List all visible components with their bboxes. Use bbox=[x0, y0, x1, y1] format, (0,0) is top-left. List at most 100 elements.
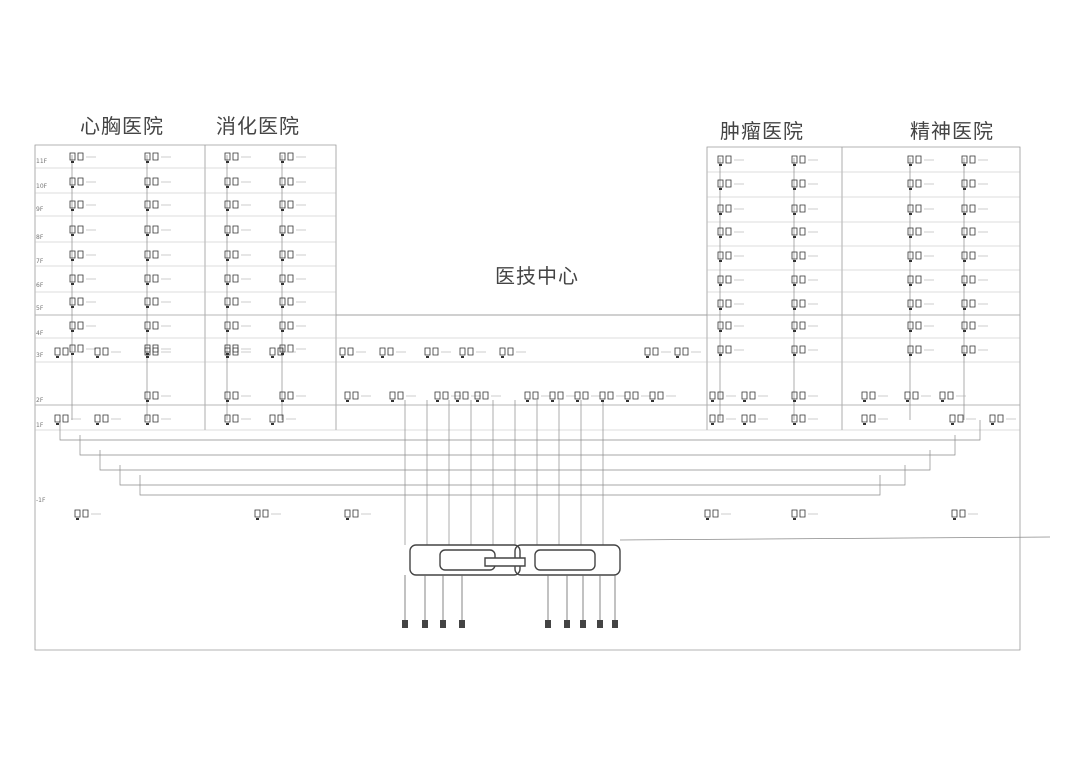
station-base bbox=[281, 283, 284, 285]
station-door bbox=[970, 276, 975, 283]
station-base bbox=[963, 164, 966, 166]
main-pipe bbox=[120, 465, 905, 485]
station-door bbox=[288, 226, 293, 233]
station-body bbox=[225, 153, 230, 160]
station-door bbox=[443, 392, 448, 399]
station-body bbox=[792, 156, 797, 163]
station-body bbox=[225, 345, 230, 352]
station bbox=[280, 298, 306, 308]
station-base bbox=[909, 164, 912, 166]
station-body bbox=[280, 201, 285, 208]
station-body bbox=[95, 415, 100, 422]
station-base bbox=[146, 234, 149, 236]
station-base bbox=[576, 400, 579, 402]
station-body bbox=[905, 392, 910, 399]
station-body bbox=[645, 348, 650, 355]
station-door bbox=[78, 201, 83, 208]
station-body bbox=[908, 300, 913, 307]
station-door bbox=[970, 180, 975, 187]
station-base bbox=[963, 188, 966, 190]
station-base bbox=[909, 188, 912, 190]
station bbox=[70, 298, 96, 308]
station-base bbox=[909, 308, 912, 310]
floor-label-2f: 2F bbox=[36, 397, 44, 404]
station bbox=[962, 346, 988, 356]
blower bbox=[580, 620, 586, 628]
station-door bbox=[970, 322, 975, 329]
station bbox=[280, 153, 306, 163]
station bbox=[145, 201, 171, 211]
station-base bbox=[719, 236, 722, 238]
station-base bbox=[951, 423, 954, 425]
station-base bbox=[953, 518, 956, 520]
station-base bbox=[863, 400, 866, 402]
station bbox=[990, 415, 1016, 425]
station-body bbox=[792, 180, 797, 187]
station-body bbox=[792, 300, 797, 307]
station-base bbox=[719, 354, 722, 356]
station bbox=[742, 415, 768, 425]
station-base bbox=[909, 260, 912, 262]
station-base bbox=[626, 400, 629, 402]
station bbox=[962, 276, 988, 286]
station-door bbox=[948, 392, 953, 399]
floor-label-5f: 5F bbox=[36, 305, 44, 312]
station-body bbox=[380, 348, 385, 355]
station-body bbox=[718, 346, 723, 353]
station bbox=[145, 298, 171, 308]
station-door bbox=[916, 276, 921, 283]
station-door bbox=[288, 201, 293, 208]
floor-label-4f: 4F bbox=[36, 330, 44, 337]
station-base bbox=[71, 234, 74, 236]
station-door bbox=[608, 392, 613, 399]
station-base bbox=[719, 284, 722, 286]
station-body bbox=[908, 205, 913, 212]
station-body bbox=[145, 201, 150, 208]
station bbox=[940, 392, 966, 402]
station bbox=[908, 346, 934, 356]
station-body bbox=[550, 392, 555, 399]
station-body bbox=[145, 298, 150, 305]
central-switch-hub bbox=[402, 545, 620, 628]
station bbox=[710, 392, 736, 402]
station-body bbox=[718, 322, 723, 329]
station-base bbox=[146, 423, 149, 425]
station-body bbox=[718, 156, 723, 163]
station-base bbox=[281, 186, 284, 188]
station bbox=[705, 510, 731, 520]
station bbox=[862, 415, 888, 425]
station-base bbox=[526, 400, 529, 402]
station bbox=[145, 251, 171, 261]
station-body bbox=[718, 300, 723, 307]
station bbox=[280, 251, 306, 261]
station-door bbox=[233, 392, 238, 399]
station-base bbox=[551, 400, 554, 402]
station-door bbox=[718, 415, 723, 422]
station bbox=[225, 298, 251, 308]
station-base bbox=[909, 213, 912, 215]
station bbox=[225, 392, 251, 402]
station-body bbox=[255, 510, 260, 517]
station-body bbox=[270, 415, 275, 422]
station-body bbox=[475, 392, 480, 399]
station-base bbox=[281, 330, 284, 332]
station-door bbox=[533, 392, 538, 399]
station bbox=[645, 348, 671, 358]
station-door bbox=[750, 415, 755, 422]
station-base bbox=[719, 330, 722, 332]
floor-grid bbox=[35, 168, 1020, 430]
station-door bbox=[800, 346, 805, 353]
station-base bbox=[501, 356, 504, 358]
station-door bbox=[800, 228, 805, 235]
station-base bbox=[719, 164, 722, 166]
floor-label-11f: 11F bbox=[36, 158, 48, 165]
station bbox=[718, 180, 744, 190]
station-base bbox=[963, 260, 966, 262]
station bbox=[390, 392, 416, 402]
station-base bbox=[146, 353, 149, 355]
station bbox=[345, 510, 371, 520]
station-body bbox=[962, 180, 967, 187]
hub-loop bbox=[535, 550, 595, 570]
station-door bbox=[633, 392, 638, 399]
station-door bbox=[726, 346, 731, 353]
